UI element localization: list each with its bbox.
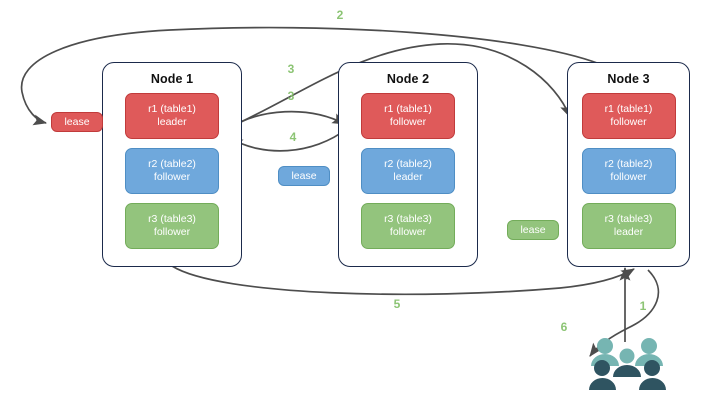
node-1-replica-r3[interactable]: r3 (table3) follower (125, 203, 219, 249)
lease-badge-red[interactable]: lease (51, 112, 103, 132)
lease-badge-red-label: lease (64, 116, 90, 128)
step-label-5: 5 (393, 297, 401, 311)
arrow-3-lower-path (223, 110, 346, 132)
lease-badge-green-label: lease (520, 224, 546, 236)
step-label-3-upper: 3 (287, 62, 295, 76)
node-1-replica-r3-name: r3 (table3) (148, 213, 196, 225)
step-label-6: 6 (560, 320, 568, 334)
node-2-replica-r3-role: follower (389, 226, 427, 238)
node-2-replica-r3-name: r3 (table3) (384, 213, 432, 225)
node-1-replica-r2-role: follower (153, 171, 191, 183)
lease-badge-blue[interactable]: lease (278, 166, 330, 186)
node-3-replica-r2-name: r2 (table2) (604, 158, 653, 170)
step-label-1: 1 (639, 299, 647, 313)
node-2-replica-r2-name: r2 (table2) (384, 158, 432, 170)
node-3-replica-r1[interactable]: r1 (table1) follower (581, 93, 676, 139)
step-label-2: 2 (336, 8, 344, 22)
node-3-replica-r2[interactable]: r2 (table2) follower (581, 148, 676, 194)
node-2-replica-r1-role: follower (389, 116, 427, 128)
node-1-replica-r2-name: r2 (table2) (148, 158, 196, 170)
node-3-replica-r1-name: r1 (table1) (604, 103, 653, 115)
lease-badge-blue-label: lease (291, 170, 317, 182)
node-3-replica-r2-role: follower (610, 171, 647, 183)
arrow-5-path (171, 265, 635, 296)
node-1-replica-r1-role: leader (157, 116, 187, 128)
step-label-4: 4 (289, 130, 297, 144)
node-3-replica-r3-role: leader (613, 226, 644, 238)
node-2-title: Node 2 (386, 72, 430, 86)
node-3-replica-r3-name: r3 (table3) (604, 213, 653, 225)
node-1-replica-r2[interactable]: r2 (table2) follower (125, 148, 219, 194)
node-2[interactable]: Node 2 r1 (table1) follower r2 (table2) … (338, 62, 478, 267)
node-1[interactable]: Node 1 r1 (table1) leader r2 (table2) fo… (102, 62, 242, 267)
node-1-replica-r1-name: r1 (table1) (148, 103, 196, 115)
users-group-icon (589, 338, 666, 390)
node-2-replica-r2-role: leader (393, 171, 423, 183)
node-3-replica-r1-role: follower (610, 116, 647, 128)
node-3-title: Node 3 (607, 72, 650, 86)
lease-badge-green[interactable]: lease (507, 220, 559, 240)
step-label-3-lower: 3 (287, 89, 295, 103)
node-1-replica-r1[interactable]: r1 (table1) leader (125, 93, 219, 139)
node-3-replica-r3[interactable]: r3 (table3) leader (581, 203, 676, 249)
node-1-replica-r3-role: follower (153, 226, 191, 238)
node-3[interactable]: Node 3 r1 (table1) follower r2 (table2) … (567, 62, 690, 267)
node-2-replica-r2[interactable]: r2 (table2) leader (361, 148, 455, 194)
node-1-title: Node 1 (150, 72, 194, 86)
node-2-replica-r3[interactable]: r3 (table3) follower (361, 203, 455, 249)
node-2-replica-r1[interactable]: r1 (table1) follower (361, 93, 455, 139)
node-2-replica-r1-name: r1 (table1) (384, 103, 432, 115)
